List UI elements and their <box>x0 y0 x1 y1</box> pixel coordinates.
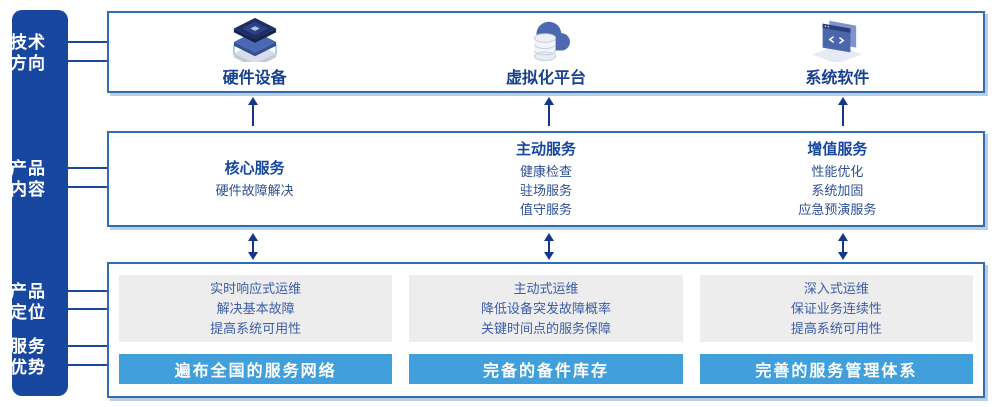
positioning-line: 主动式运维 <box>513 280 579 296</box>
connector-line <box>68 308 108 310</box>
tech-item-virtualization: 虚拟化平台 <box>400 13 691 91</box>
service-item: 健康检查 <box>519 164 572 179</box>
rail-label-product-content: 产品内容 <box>10 159 46 199</box>
advantage-banner: 完善的服务管理体系 <box>699 354 973 384</box>
positioning-panel: 实时响应式运维 解决基本故障 提高系统可用性 <box>119 275 393 343</box>
connector-line <box>68 364 108 366</box>
tech-label: 系统软件 <box>805 70 870 87</box>
tech-label: 虚拟化平台 <box>505 70 586 87</box>
positioning-panel: 深入式运维 保证业务连续性 提高系统可用性 <box>699 275 973 343</box>
connector-line <box>68 167 108 169</box>
service-item: 硬件故障解决 <box>215 183 294 198</box>
server-stack-icon <box>227 16 283 62</box>
product-positioning-box: 实时响应式运维 解决基本故障 提高系统可用性 遍布全国的服务网络 主动式运维 降… <box>107 262 985 398</box>
positioning-line: 保证业务连续性 <box>790 300 882 316</box>
service-column-value-added: 增值服务 性能优化 系统加固 应急预演服务 <box>692 133 983 225</box>
positioning-line: 提高系统可用性 <box>790 320 882 336</box>
arrow-up-icon <box>837 97 849 126</box>
connector-line <box>68 290 108 292</box>
rail-label-service-advantage: 服务优势 <box>10 337 46 377</box>
positioning-line: 深入式运维 <box>803 280 869 296</box>
positioning-line: 解决基本故障 <box>216 300 295 316</box>
positioning-line: 实时响应式运维 <box>210 280 302 296</box>
arrow-double-vertical-icon <box>247 233 259 260</box>
service-item: 系统加固 <box>811 183 864 198</box>
service-item: 驻场服务 <box>519 183 572 198</box>
rail-label-product-positioning: 产品定位 <box>10 282 46 322</box>
arrow-up-icon <box>543 97 555 126</box>
positioning-line: 降低设备突发故障概率 <box>480 300 611 316</box>
cloud-database-icon <box>518 16 574 62</box>
tech-label: 硬件设备 <box>222 70 287 87</box>
positioning-column: 深入式运维 保证业务连续性 提高系统可用性 完善的服务管理体系 <box>699 275 973 384</box>
connector-line <box>68 60 108 62</box>
advantage-banner: 遍布全国的服务网络 <box>119 354 393 384</box>
tech-item-hardware: 硬件设备 <box>109 13 400 91</box>
service-column-proactive: 主动服务 健康检查 驻场服务 值守服务 <box>400 133 691 225</box>
positioning-panel: 主动式运维 降低设备突发故障概率 关键时间点的服务保障 <box>409 275 683 343</box>
positioning-column: 实时响应式运维 解决基本故障 提高系统可用性 遍布全国的服务网络 <box>119 275 393 384</box>
connector-line <box>68 186 108 188</box>
service-item: 值守服务 <box>519 202 572 217</box>
arrow-double-vertical-icon <box>543 233 555 260</box>
tech-direction-box: 硬件设备 虚拟化平台 <box>107 11 985 93</box>
service-item: 应急预演服务 <box>798 202 877 217</box>
arrow-up-icon <box>247 97 259 126</box>
tech-item-system-software: 系统软件 <box>692 13 983 91</box>
service-item: 性能优化 <box>811 164 864 179</box>
service-heading: 增值服务 <box>807 141 868 158</box>
advantage-banner: 完备的备件库存 <box>409 354 683 384</box>
positioning-line: 提高系统可用性 <box>210 320 302 336</box>
positioning-line: 关键时间点的服务保障 <box>480 320 611 336</box>
rail-label-tech-direction: 技术方向 <box>10 33 46 73</box>
service-heading: 核心服务 <box>224 160 285 177</box>
service-column-core: 核心服务 硬件故障解决 <box>109 133 400 225</box>
connector-line <box>68 345 108 347</box>
arrow-double-vertical-icon <box>837 233 849 260</box>
service-heading: 主动服务 <box>515 141 576 158</box>
code-window-icon <box>809 16 865 62</box>
connector-line <box>68 41 108 43</box>
left-rail <box>12 10 68 396</box>
positioning-column: 主动式运维 降低设备突发故障概率 关键时间点的服务保障 完备的备件库存 <box>409 275 683 384</box>
product-content-box: 核心服务 硬件故障解决 主动服务 健康检查 驻场服务 值守服务 增值服务 性能优… <box>107 131 985 227</box>
